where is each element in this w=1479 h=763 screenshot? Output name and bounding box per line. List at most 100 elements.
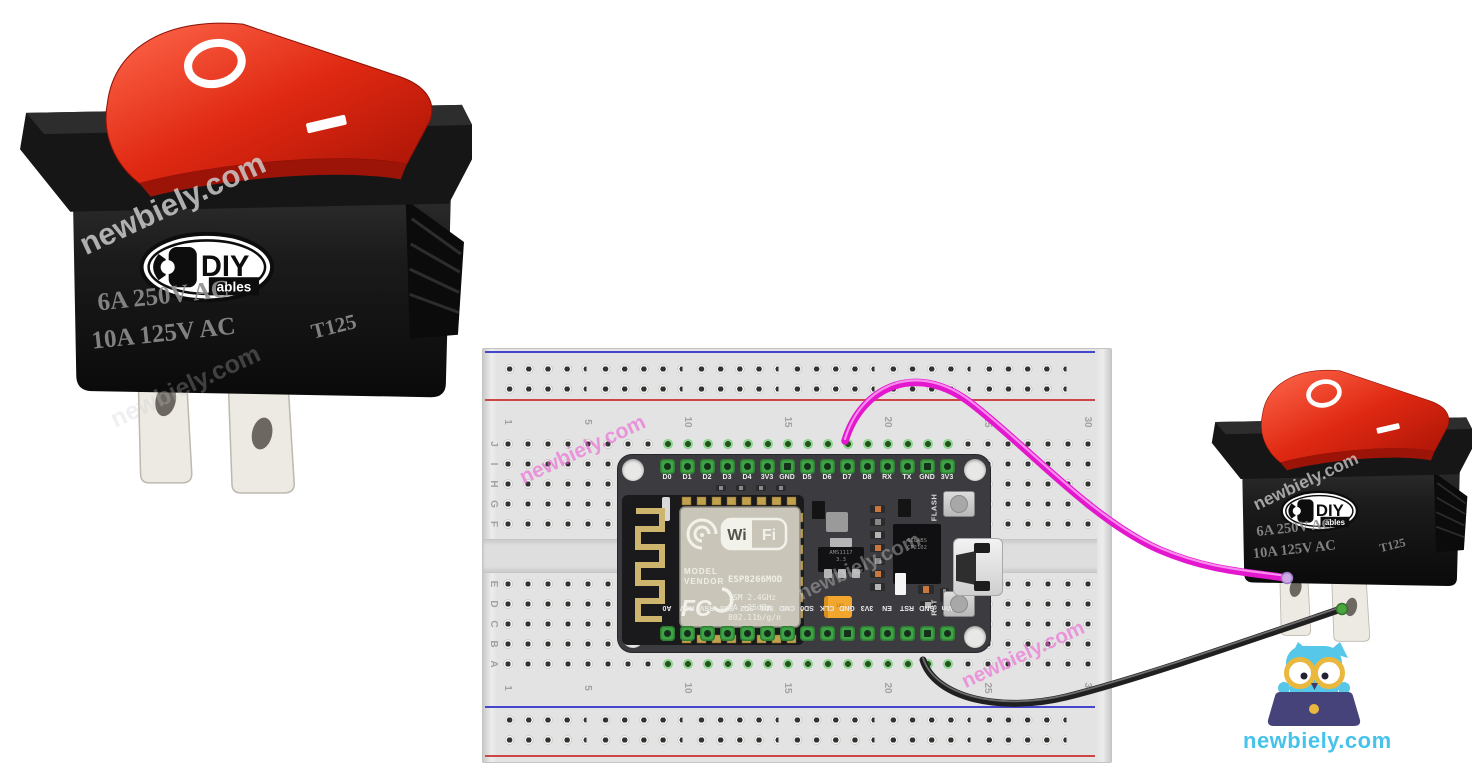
row-letter: B [1097, 640, 1109, 648]
pin-pad [719, 458, 735, 474]
pin-pad [899, 625, 915, 641]
rocker-switch-wired [1206, 358, 1472, 643]
row-letter: H [1097, 480, 1109, 488]
bottom-pin-header [657, 623, 957, 643]
module-vendor-label: VENDOR [684, 577, 724, 586]
row-letter: B [488, 640, 500, 648]
pin-pad-gnd [919, 458, 935, 474]
top-pin-header [657, 456, 957, 476]
svg-text:Wi: Wi [727, 527, 746, 544]
pin-pad [679, 458, 695, 474]
column-number: 15 [782, 682, 794, 694]
row-letter: J [1097, 441, 1109, 447]
owl-mascot-logo [1267, 642, 1361, 726]
watermark: newbiely.com [74, 145, 271, 262]
column-number: 10 [682, 682, 694, 694]
module-std-text: 802.11b/g/n [728, 613, 781, 622]
module-pa-text: PA +25dBm [728, 603, 772, 612]
transistor [812, 501, 825, 519]
pin-pad [859, 458, 875, 474]
pin-pad [679, 625, 695, 641]
flash-button-label: FLASH [929, 493, 939, 522]
column-number: 5 [582, 419, 594, 425]
pin-pad [699, 625, 715, 641]
top-rail-blue-line [485, 351, 1095, 353]
pin-pad-gnd [839, 625, 855, 641]
transistor [898, 499, 911, 517]
tantalum-capacitor: 106 [824, 596, 852, 618]
pin-pad [879, 458, 895, 474]
fcc-logo-c [712, 587, 734, 613]
row-letter: G [1097, 500, 1109, 508]
micro-usb-port [953, 538, 1003, 596]
row-letter: A [1097, 660, 1109, 668]
pin-pad [659, 458, 675, 474]
column-number: 1 [502, 419, 514, 425]
pin-pad [879, 625, 895, 641]
mounting-hole [964, 459, 986, 481]
pin-pad [939, 625, 955, 641]
column-number: 30 [1082, 416, 1094, 428]
column-number: 25 [982, 416, 994, 428]
pin-pad [659, 625, 675, 641]
pcb-antenna [635, 508, 665, 622]
pin-pad [819, 458, 835, 474]
row-letter: G [488, 500, 500, 508]
row-letter: E [488, 580, 500, 588]
fcc-logo: FC [681, 595, 712, 621]
column-number: 1 [502, 685, 514, 691]
top-rail-red-line [485, 399, 1095, 401]
pin-pad [899, 458, 915, 474]
column-number: 10 [682, 416, 694, 428]
wifi-logo: Wi Fi [720, 517, 788, 551]
module-model-label: MODEL [684, 567, 718, 576]
pin-pad [819, 625, 835, 641]
pin-pad [799, 458, 815, 474]
crystal [826, 512, 848, 532]
column-number: 15 [782, 416, 794, 428]
column-number: 20 [882, 416, 894, 428]
row-letter: D [488, 600, 500, 608]
owl-laptop [1267, 692, 1361, 726]
column-number: 20 [882, 682, 894, 694]
wifi-spiral-icon [686, 518, 718, 550]
owl-glasses-left [1284, 657, 1316, 689]
column-number: 30 [1082, 682, 1094, 694]
column-number: 5 [582, 685, 594, 691]
row-letter: F [488, 520, 500, 528]
row-letter: F [1097, 520, 1109, 528]
pin-pad [859, 625, 875, 641]
pin-pad [719, 625, 735, 641]
pin-pad [839, 458, 855, 474]
mounting-hole [622, 459, 644, 481]
row-letter: I [1097, 462, 1109, 466]
pin-pad [799, 625, 815, 641]
pin-pad [779, 625, 795, 641]
pin-pad-gnd [779, 458, 795, 474]
row-letter: C [488, 620, 500, 628]
row-letter: D [1097, 600, 1109, 608]
pin-pad-gnd [919, 625, 935, 641]
row-letter: J [488, 441, 500, 447]
module-chip-name: ESP8266MOD [728, 575, 783, 585]
watermark: newbiely.com [106, 339, 265, 434]
pin-pad [759, 458, 775, 474]
row-letter: I [488, 462, 500, 466]
row-letter: A [488, 660, 500, 668]
connected-holes-row-a [658, 654, 958, 674]
row-letter: H [488, 480, 500, 488]
pin-pad [759, 625, 775, 641]
signal-wire-tip [1280, 571, 1294, 585]
connected-holes-row-j [658, 434, 958, 454]
pin-pad [699, 458, 715, 474]
flash-button [939, 491, 979, 517]
bottom-rail-blue-line [485, 706, 1095, 708]
brand-site-text: newbiely.com [1243, 728, 1392, 753]
column-number: 25 [982, 682, 994, 694]
pin-pad [739, 458, 755, 474]
module-ism-text: ISM 2.4GHz [728, 593, 776, 602]
